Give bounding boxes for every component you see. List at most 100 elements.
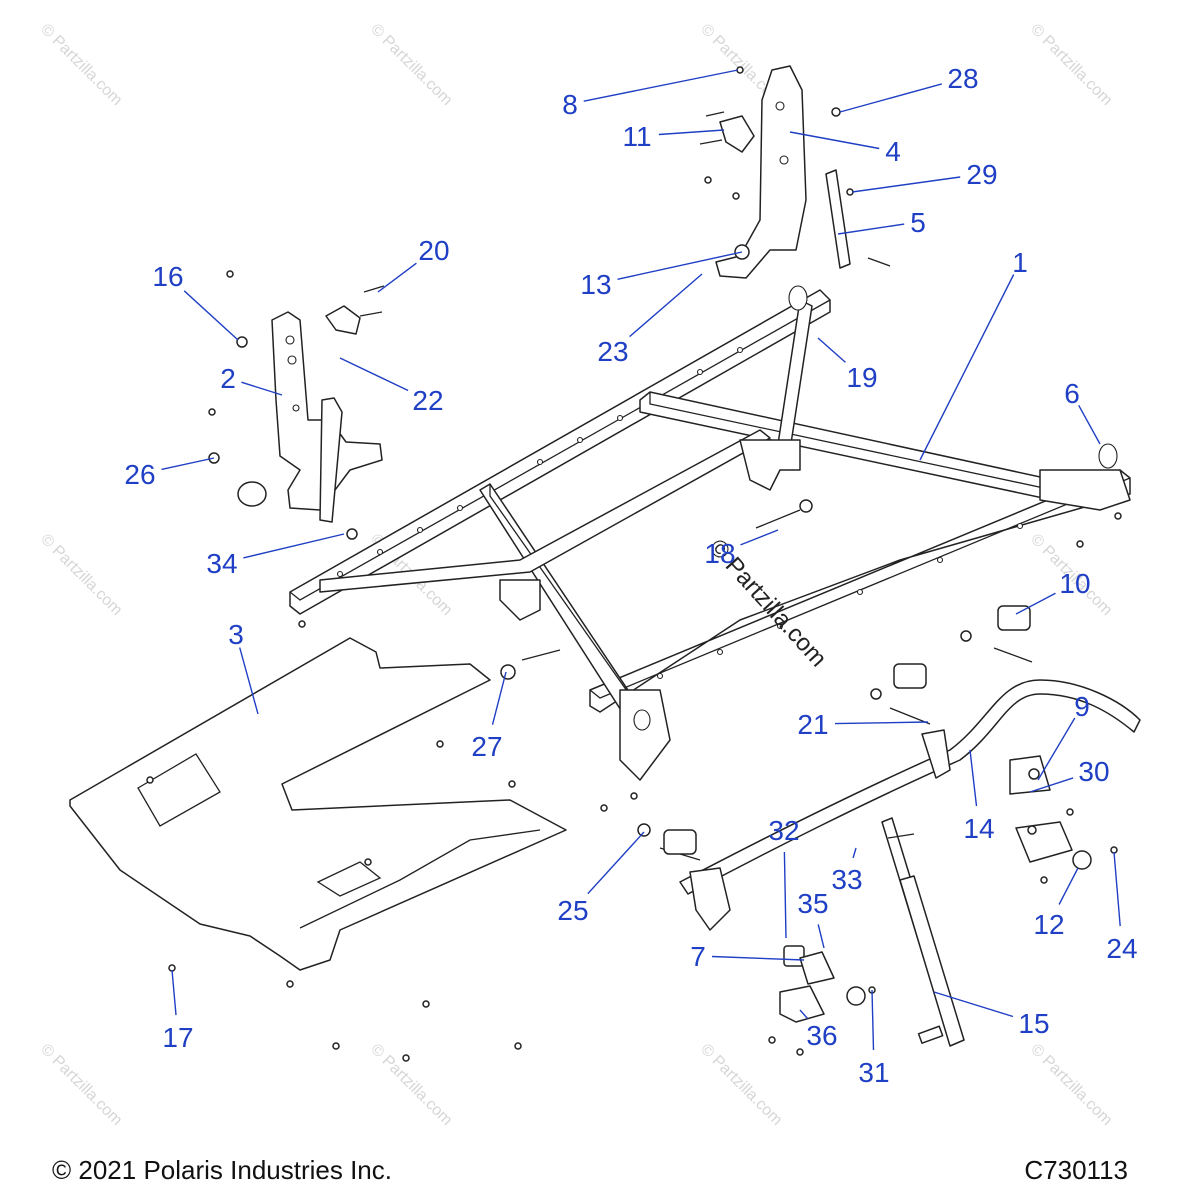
watermark-text: © Partzilla.com [1027,21,1115,109]
callout-27: 27 [471,671,507,762]
callout-24: 24 [1106,851,1138,964]
callout-5: 5 [837,207,926,238]
callout-28: 28 [839,63,979,113]
leader-line [969,749,978,807]
leader-line [817,924,825,949]
callout-number: 16 [152,261,183,292]
leader-line [799,1009,809,1019]
leader-line [817,337,846,363]
callout-number: 23 [597,336,628,367]
watermark-text: © Partzilla.com [367,21,455,109]
callout-number: 3 [228,619,244,650]
callout-number: 4 [885,136,901,167]
leader-line [377,262,417,293]
copyright-text: © 2021 Polaris Industries Inc. [52,1155,392,1185]
leader-line [933,991,1014,1018]
callout-number: 33 [831,864,862,895]
right-cab-bracket [715,65,851,279]
callout-layer: 1234567891011121314151617181920212223242… [124,63,1137,1088]
callout-1: 1 [919,247,1028,461]
watermark-text: © Partzilla.com [37,531,125,619]
callout-16: 16 [152,261,239,341]
leader-line [183,290,239,341]
leader-line [1113,851,1121,927]
leader-line [239,647,259,715]
watermark-text: © Partzilla.com [37,21,125,109]
watermark-layer: © Partzilla.com © Partzilla.com © Partzill… [37,21,1115,1129]
callout-23: 23 [597,273,703,367]
callout-17: 17 [162,969,194,1053]
callout-number: 18 [704,538,735,569]
callout-6: 6 [1064,378,1101,445]
callout-13: 13 [580,251,743,300]
skid-plate [69,637,567,971]
callout-number: 27 [471,731,502,762]
callout-9: 9 [1037,691,1090,781]
leader-line [789,131,880,150]
callout-11: 11 [622,121,725,152]
callout-33: 33 [831,847,863,895]
diagram-code: C730113 [1024,1155,1128,1185]
callout-22: 22 [339,357,444,416]
callout-number: 30 [1078,756,1109,787]
callout-number: 22 [412,385,443,416]
callout-number: 29 [966,159,997,190]
callout-36: 36 [799,1009,838,1051]
callout-number: 1 [1012,247,1028,278]
callout-number: 28 [947,63,978,94]
callout-number: 24 [1106,933,1137,964]
leader-line [852,847,857,859]
callout-number: 36 [806,1020,837,1051]
left-cab-bracket [237,305,383,523]
leader-line [740,529,779,546]
callout-number: 2 [220,363,236,394]
callout-20: 20 [377,235,450,293]
leader-line [1015,592,1056,615]
leader-line [839,83,942,113]
callout-number: 19 [846,362,877,393]
gas-strut [881,817,965,1047]
leader-line [161,457,215,471]
callout-2: 2 [220,363,283,396]
leader-line [241,381,283,396]
callout-number: 11 [622,121,651,152]
callout-34: 34 [206,533,345,579]
watermark-text: © Partzilla.com [367,1041,455,1129]
leader-line [1029,777,1074,793]
leader-line [583,69,739,102]
callout-number: 10 [1059,568,1090,599]
leader-line [171,969,177,1016]
callout-35: 35 [797,888,829,949]
leader-line [1058,867,1079,905]
leader-line [339,357,409,392]
frame-assembly [289,285,1131,781]
callout-number: 35 [797,888,828,919]
watermark-text: © Partzilla.com [697,1041,785,1129]
callout-26: 26 [124,457,215,490]
callout-number: 26 [124,459,155,490]
leader-line [243,533,345,559]
callout-number: 12 [1033,909,1064,940]
callout-8: 8 [562,69,739,120]
callout-number: 20 [418,235,449,266]
leader-line [617,251,743,280]
callout-number: 34 [206,548,237,579]
callout-7: 7 [690,941,805,972]
callout-number: 9 [1074,691,1090,722]
leader-line [783,851,787,939]
leader-line [1078,404,1101,445]
callout-14: 14 [963,749,995,844]
callout-12: 12 [1033,867,1079,940]
callout-19: 19 [817,337,878,393]
callout-number: 17 [162,1022,193,1053]
callout-18: 18 [704,529,779,569]
leader-line [629,273,703,338]
leader-line [871,989,875,1051]
leader-line [587,831,645,895]
callout-number: 25 [557,895,588,926]
frame-holes [336,346,1024,680]
leader-line [834,721,929,725]
leader-line [837,223,905,235]
callout-number: 32 [768,815,799,846]
